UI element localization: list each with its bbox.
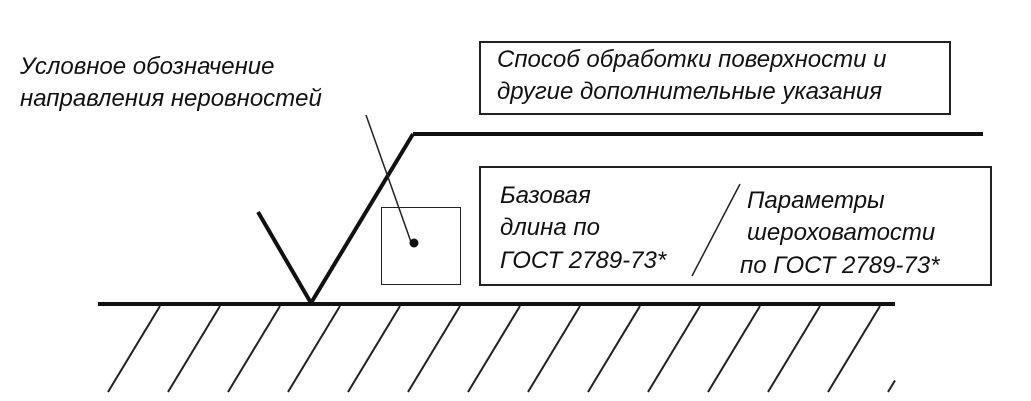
hatch-line bbox=[407, 305, 461, 393]
hatch-line bbox=[707, 305, 761, 393]
hatch-line bbox=[887, 379, 896, 393]
surface-hatching bbox=[107, 305, 896, 393]
direction-label-line1: Условное обозначение bbox=[20, 53, 275, 80]
hatch-line bbox=[287, 305, 341, 393]
direction-symbol-box bbox=[381, 207, 461, 285]
hatch-line bbox=[107, 305, 161, 393]
hatch-line bbox=[767, 305, 821, 393]
method-box bbox=[479, 41, 951, 115]
roughness-sign-long-leg bbox=[309, 132, 415, 305]
hatch-line bbox=[167, 305, 221, 393]
base-length-label-line3: ГОСТ 2789-73* bbox=[500, 247, 667, 274]
direction-label-line2: направления неровностей bbox=[20, 85, 322, 112]
hatch-line bbox=[347, 305, 401, 393]
hatch-line bbox=[647, 305, 701, 393]
method-label-line1: Способ обработки поверхности и bbox=[497, 46, 887, 73]
direction-leader-line bbox=[365, 114, 412, 243]
parameters-label-line1: Параметры bbox=[747, 187, 885, 214]
base-length-label-line2: длина по bbox=[500, 214, 600, 241]
parameters-label-line3: по ГОСТ 2789-73* bbox=[740, 252, 940, 279]
direction-leader-dot bbox=[409, 238, 419, 248]
parameters-label-line2: шероховатости bbox=[747, 219, 936, 246]
roughness-sign-short-leg bbox=[256, 210, 313, 305]
hatch-line bbox=[227, 305, 281, 393]
base-length-label-line1: Базовая bbox=[500, 182, 591, 209]
separator-slash bbox=[691, 183, 741, 277]
method-label-line2: другие дополнительные указания bbox=[497, 78, 883, 105]
hatch-line bbox=[827, 305, 881, 393]
parameters-box bbox=[479, 166, 992, 286]
hatch-line bbox=[527, 305, 581, 393]
hatch-line bbox=[467, 305, 521, 393]
hatch-line bbox=[587, 305, 641, 393]
